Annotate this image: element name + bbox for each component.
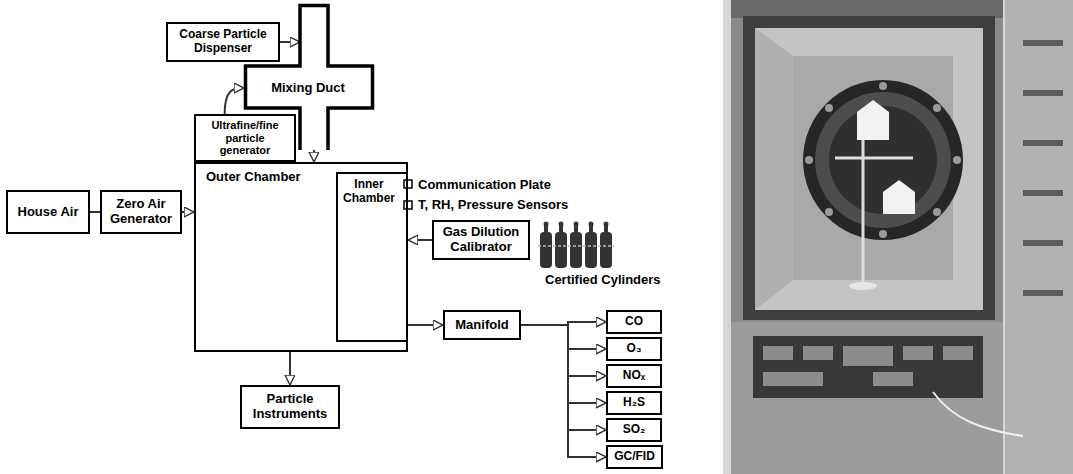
fixture-face [815,92,951,228]
generator-box: Zero Air Generator [100,190,182,234]
node-label: House Air [18,205,79,220]
support-rod [862,140,865,284]
outer-chamber: Outer ChamberInner Chamber [194,162,408,352]
analyzer-box: H₂S [606,391,662,415]
node-label: H₂S [623,396,645,410]
analyzer-box: SO₂ [606,418,662,442]
fixture-bolts [805,82,961,238]
flow-arrow [225,88,244,114]
rod-base [849,282,877,290]
flow-arrow [408,324,443,326]
flow-arrow [289,352,291,385]
inner-chamber: Inner Chamber [336,172,408,342]
node-label: Manifold [455,318,508,333]
flow-arrow [280,41,300,43]
flow-arrow [521,325,606,376]
node-label: Zero Air Generator [107,197,175,227]
sensor-label: Communication Plate [418,177,551,193]
node-label: NOₓ [623,369,645,383]
flow-arrow [90,211,100,213]
node-label: O₃ [627,342,642,356]
control-panel [731,322,1003,474]
node-label: SO₂ [623,423,646,437]
instrument-box: Particle Instruments [240,385,340,429]
analyzer-box: O₃ [606,337,662,361]
cabinet [731,0,1003,474]
flow-arrow [182,211,194,213]
chamber-interior [755,28,983,310]
node-label: Mixing Duct [248,66,368,108]
gas-cylinders [538,222,614,269]
analyzer-box: GC/FID [606,445,663,469]
sensor-plate [857,100,889,140]
calibrator-box: Gas Dilution Calibrator [432,220,530,260]
node-label: GC/FID [614,450,655,464]
cable [933,392,1023,436]
analyzer-box: CO [606,310,662,334]
control-display [753,336,983,398]
cabinet-top [731,0,1003,18]
flow-arrow [313,150,315,162]
door-seal [743,16,995,320]
generator-box: Ultrafine/fine particle generator [194,114,296,162]
flow-arrow [408,239,432,241]
sensor-marker [404,201,412,209]
dispenser-box: Coarse Particle Dispenser [166,22,280,62]
plate-marker [404,180,412,188]
cylinder-caption: Certified Cylinders [545,272,661,288]
photo-group [723,0,1073,474]
source-box: House Air [6,190,90,234]
open-door [1005,0,1073,474]
side-wall [755,28,793,310]
flow-arrow [521,325,606,349]
node-label: Inner Chamber [341,178,397,206]
analyzer-box: NOₓ [606,364,662,388]
flow-arrow [521,325,606,403]
node-label: Gas Dilution Calibrator [439,225,523,255]
support-arm [835,157,913,160]
flow-arrow [521,325,606,457]
node-label: CO [625,315,643,329]
photo-ground [723,0,1073,474]
node-label: Ultrafine/fine particle generator [201,119,289,157]
node-label: Particle Instruments [247,392,333,422]
sensor-label: T, RH, Pressure Sensors [418,197,568,213]
control-buttons [763,346,973,386]
flow-arrow [521,325,606,430]
fixture-ring [803,80,963,240]
manifold-box: Manifold [443,310,521,340]
node-label: Coarse Particle Dispenser [173,28,273,56]
door-vents [1023,40,1063,296]
sensor-plate [883,180,915,214]
